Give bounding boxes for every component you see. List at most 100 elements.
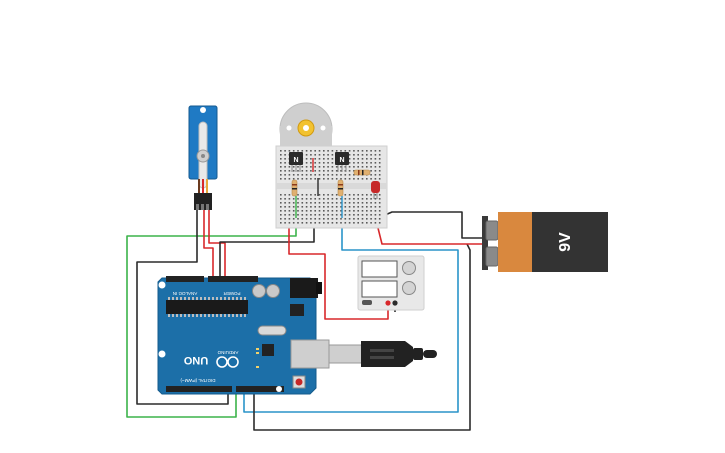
usb-cable[interactable] — [328, 341, 437, 367]
breadboard-hole[interactable] — [310, 162, 312, 164]
breadboard-hole[interactable] — [284, 154, 286, 156]
breadboard-hole[interactable] — [297, 178, 299, 180]
wire-red-battery[interactable] — [377, 227, 485, 245]
breadboard-hole[interactable] — [310, 206, 312, 208]
breadboard-hole[interactable] — [280, 222, 282, 224]
breadboard-hole[interactable] — [292, 210, 295, 212]
breadboard-hole[interactable] — [378, 158, 381, 160]
breadboard-hole[interactable] — [318, 162, 321, 164]
breadboard-hole[interactable] — [370, 214, 372, 216]
breadboard-hole[interactable] — [327, 158, 329, 160]
breadboard-hole[interactable] — [323, 210, 325, 212]
breadboard-hole[interactable] — [327, 202, 329, 204]
breadboard-hole[interactable] — [340, 174, 342, 176]
breadboard-hole[interactable] — [301, 198, 304, 200]
voltmeter-switch[interactable] — [362, 300, 372, 305]
breadboard-hole[interactable] — [374, 202, 377, 204]
breadboard-hole[interactable] — [331, 178, 334, 180]
breadboard-hole[interactable] — [378, 210, 381, 212]
breadboard-hole[interactable] — [323, 162, 325, 164]
breadboard-hole[interactable] — [331, 162, 334, 164]
breadboard-hole[interactable] — [280, 150, 282, 152]
breadboard-hole[interactable] — [323, 170, 325, 172]
breadboard-hole[interactable] — [301, 170, 304, 172]
breadboard-hole[interactable] — [361, 166, 364, 168]
breadboard-hole[interactable] — [374, 198, 377, 200]
breadboard-hole[interactable] — [370, 170, 372, 172]
breadboard-hole[interactable] — [353, 206, 355, 208]
breadboard-hole[interactable] — [378, 198, 381, 200]
breadboard-hole[interactable] — [280, 194, 282, 196]
breadboard-hole[interactable] — [340, 206, 342, 208]
breadboard-hole[interactable] — [327, 154, 329, 156]
breadboard-hole[interactable] — [366, 158, 368, 160]
breadboard-hole[interactable] — [366, 198, 368, 200]
breadboard-hole[interactable] — [361, 150, 364, 152]
breadboard-hole[interactable] — [348, 150, 351, 152]
breadboard-hole[interactable] — [323, 166, 325, 168]
wire-red-meter[interactable] — [288, 218, 389, 320]
breadboard-hole[interactable] — [378, 162, 381, 164]
breadboard-hole[interactable] — [331, 158, 334, 160]
breadboard-hole[interactable] — [335, 194, 338, 196]
breadboard-hole[interactable] — [366, 206, 368, 208]
breadboard-hole[interactable] — [370, 150, 372, 152]
breadboard-hole[interactable] — [314, 222, 316, 224]
breadboard-hole[interactable] — [340, 202, 342, 204]
wire-black-battery[interactable] — [377, 211, 485, 239]
breadboard-hole[interactable] — [297, 206, 299, 208]
arduino-header-power[interactable] — [208, 276, 258, 282]
breadboard-hole[interactable] — [357, 206, 359, 208]
breadboard-hole[interactable] — [305, 174, 308, 176]
breadboard-hole[interactable] — [335, 222, 338, 224]
breadboard-hole[interactable] — [361, 206, 364, 208]
breadboard-hole[interactable] — [340, 170, 342, 172]
breadboard-hole[interactable] — [344, 222, 347, 224]
breadboard-hole[interactable] — [284, 214, 286, 216]
breadboard-hole[interactable] — [284, 178, 286, 180]
breadboard-hole[interactable] — [331, 222, 334, 224]
breadboard-hole[interactable] — [353, 214, 355, 216]
breadboard-hole[interactable] — [344, 166, 347, 168]
breadboard-hole[interactable] — [314, 202, 316, 204]
breadboard-hole[interactable] — [284, 218, 286, 220]
breadboard-hole[interactable] — [318, 222, 321, 224]
breadboard-hole[interactable] — [301, 166, 304, 168]
breadboard-hole[interactable] — [374, 178, 377, 180]
breadboard-hole[interactable] — [288, 218, 291, 220]
breadboard-hole[interactable] — [310, 178, 312, 180]
breadboard-hole[interactable] — [361, 198, 364, 200]
breadboard-hole[interactable] — [310, 174, 312, 176]
breadboard-hole[interactable] — [305, 170, 308, 172]
breadboard-hole[interactable] — [340, 150, 342, 152]
breadboard-hole[interactable] — [288, 178, 291, 180]
breadboard-hole[interactable] — [305, 158, 308, 160]
breadboard-hole[interactable] — [374, 154, 377, 156]
breadboard-hole[interactable] — [335, 150, 338, 152]
breadboard-hole[interactable] — [280, 174, 282, 176]
breadboard-hole[interactable] — [361, 178, 364, 180]
breadboard-hole[interactable] — [314, 154, 316, 156]
battery[interactable]: 9V — [482, 212, 608, 272]
breadboard-hole[interactable] — [374, 166, 377, 168]
breadboard-hole[interactable] — [280, 170, 282, 172]
breadboard-hole[interactable] — [361, 162, 364, 164]
breadboard-hole[interactable] — [370, 174, 372, 176]
breadboard-hole[interactable] — [366, 222, 368, 224]
breadboard-hole[interactable] — [331, 150, 334, 152]
breadboard-hole[interactable] — [353, 162, 355, 164]
breadboard-hole[interactable] — [331, 166, 334, 168]
breadboard-hole[interactable] — [292, 202, 295, 204]
breadboard-hole[interactable] — [318, 198, 321, 200]
breadboard-hole[interactable] — [310, 202, 312, 204]
breadboard-hole[interactable] — [340, 198, 342, 200]
breadboard-hole[interactable] — [323, 174, 325, 176]
breadboard-hole[interactable] — [374, 158, 377, 160]
breadboard-hole[interactable] — [378, 154, 381, 156]
breadboard-hole[interactable] — [314, 158, 316, 160]
breadboard-hole[interactable] — [335, 202, 338, 204]
breadboard-hole[interactable] — [331, 214, 334, 216]
breadboard-hole[interactable] — [378, 174, 381, 176]
breadboard-hole[interactable] — [353, 150, 355, 152]
breadboard-hole[interactable] — [284, 150, 286, 152]
